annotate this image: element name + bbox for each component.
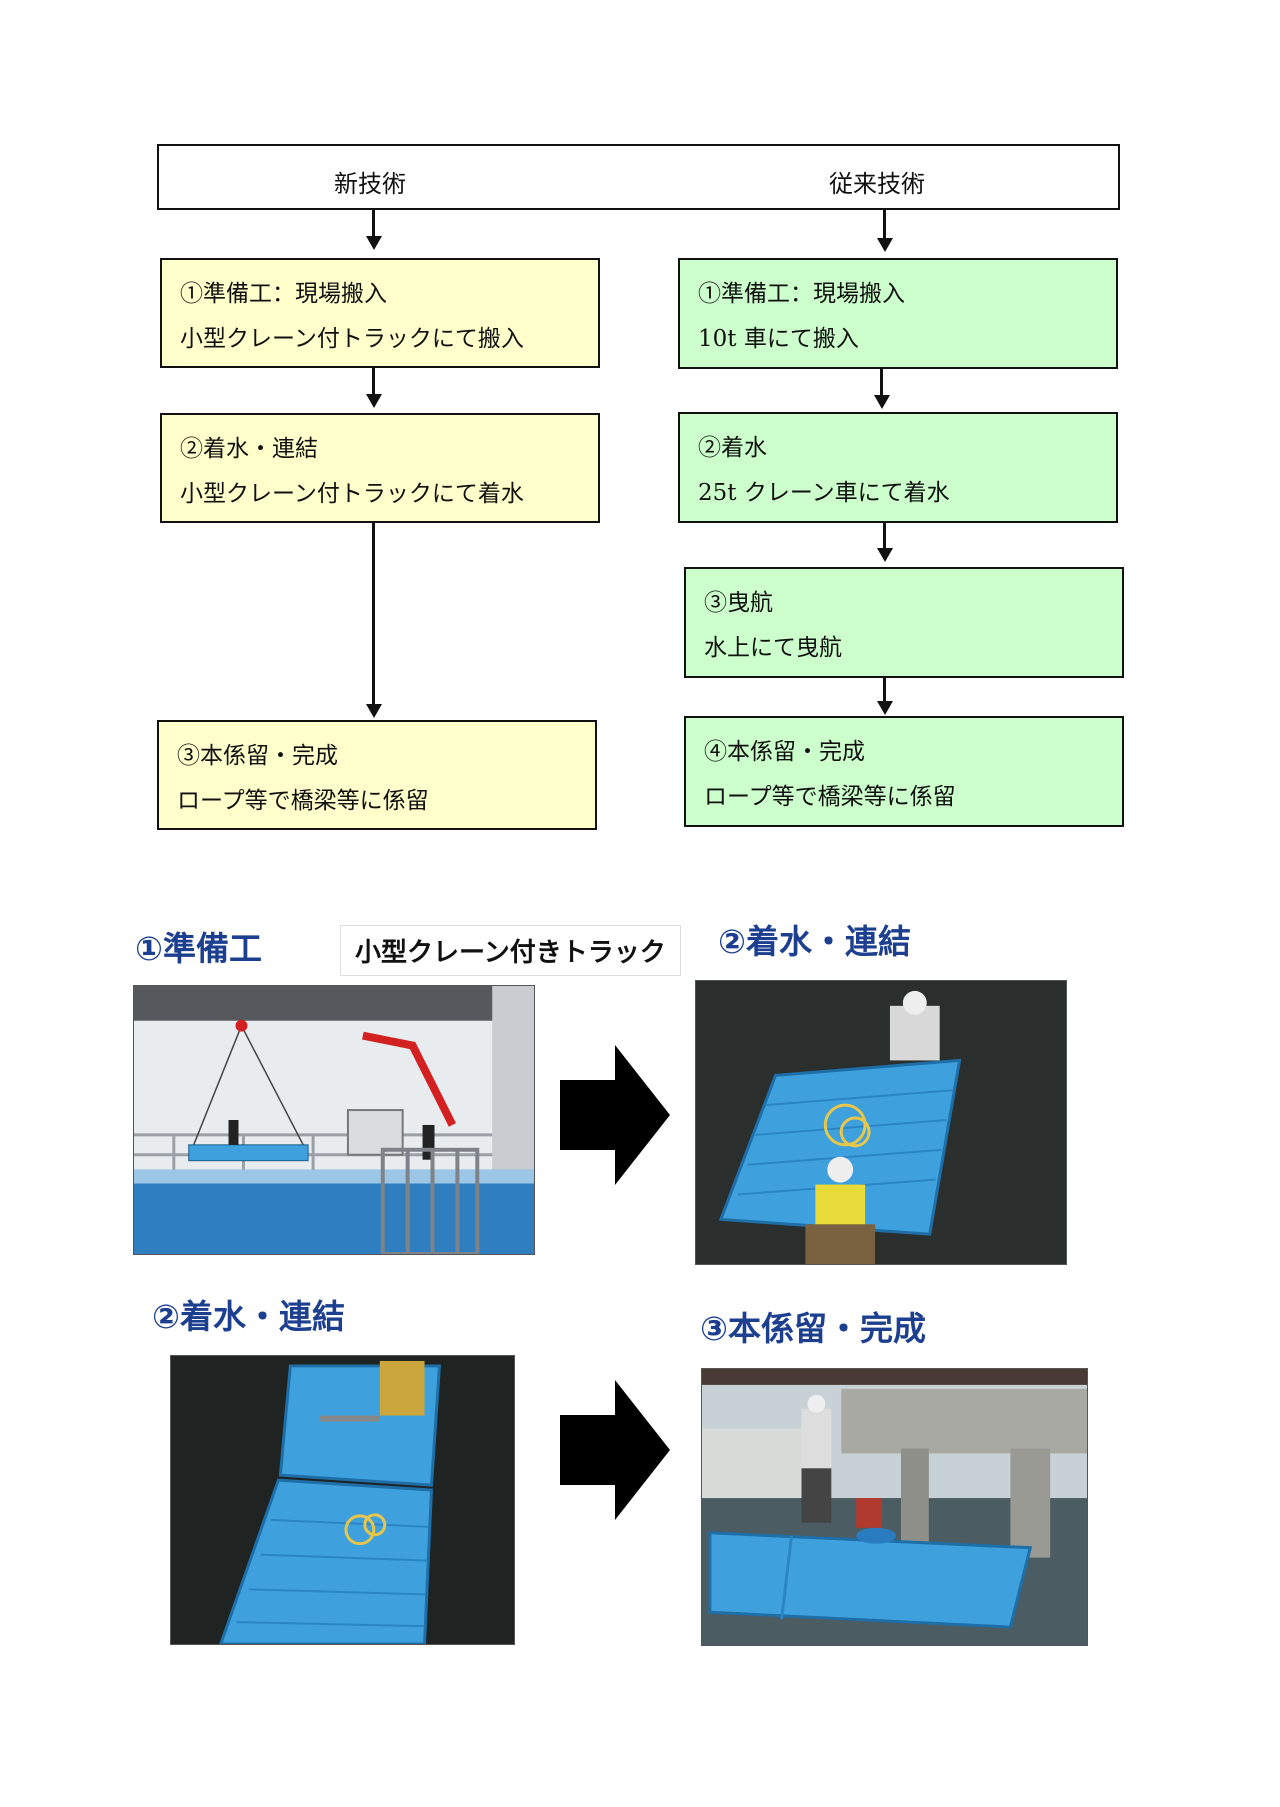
step-detail: 小型クレーン付トラックにて着水 [180, 481, 524, 507]
big-arrow-right-icon [560, 1045, 670, 1185]
conv-step-1: ①準備工：現場搬入 10t 車にて搬入 [678, 258, 1118, 369]
arrow-line [372, 210, 375, 236]
big-arrow-right-icon [560, 1380, 670, 1520]
arrow-head [366, 704, 382, 718]
arrow-head [366, 236, 382, 250]
step-title: ②着水・連結 [180, 436, 318, 462]
arrow-line [883, 678, 886, 701]
conv-step-3: ③曳航 水上にて曳航 [684, 567, 1124, 678]
new-step-3: ③本係留・完成 ロープ等で橋梁等に係留 [157, 720, 597, 830]
arrow-line [372, 523, 375, 704]
arrow-head [874, 395, 890, 409]
new-step-2: ②着水・連結 小型クレーン付トラックにて着水 [160, 413, 600, 523]
step-title: ④本係留・完成 [704, 739, 865, 765]
arrow-head [877, 238, 893, 252]
step-title: ①準備工：現場搬入 [180, 281, 387, 307]
step-title: ③本係留・完成 [177, 743, 338, 769]
label-small-crane-truck: 小型クレーン付きトラック [340, 925, 681, 976]
step-title: ②着水 [698, 435, 767, 461]
step-detail: 水上にて曳航 [704, 635, 842, 661]
arrow-line [883, 523, 886, 548]
conv-step-2: ②着水 25t クレーン車にて着水 [678, 412, 1118, 523]
step-detail: ロープ等で橋梁等に係留 [704, 784, 956, 810]
photo-prep-truck [133, 985, 535, 1255]
flow-header: 新技術 従来技術 [157, 144, 1120, 210]
step-detail: 10t 車にて搬入 [698, 326, 859, 352]
photo-landing-connected [170, 1355, 515, 1645]
arrow-head [877, 548, 893, 562]
arrow-head [366, 394, 382, 408]
caption-landing-top: ②着水・連結 [718, 922, 911, 961]
arrow-line [372, 368, 375, 394]
step-detail: ロープ等で橋梁等に係留 [177, 788, 429, 814]
step-title: ①準備工：現場搬入 [698, 281, 905, 307]
arrow-head [877, 701, 893, 715]
caption-complete: ③本係留・完成 [700, 1309, 926, 1348]
step-detail: 小型クレーン付トラックにて搬入 [180, 326, 524, 352]
conv-step-4: ④本係留・完成 ロープ等で橋梁等に係留 [684, 716, 1124, 827]
photo-landing-workers [695, 980, 1067, 1265]
step-title: ③曳航 [704, 590, 773, 616]
caption-prep: ①準備工 [135, 929, 262, 968]
header-conventional-tech: 従来技術 [829, 170, 925, 198]
header-new-tech: 新技術 [334, 170, 406, 198]
caption-landing-bottom: ②着水・連結 [152, 1297, 345, 1336]
new-step-1: ①準備工：現場搬入 小型クレーン付トラックにて搬入 [160, 258, 600, 368]
photo-moored-complete [701, 1368, 1088, 1646]
arrow-line [880, 369, 883, 395]
arrow-line [883, 210, 886, 238]
step-detail: 25t クレーン車にて着水 [698, 480, 950, 506]
